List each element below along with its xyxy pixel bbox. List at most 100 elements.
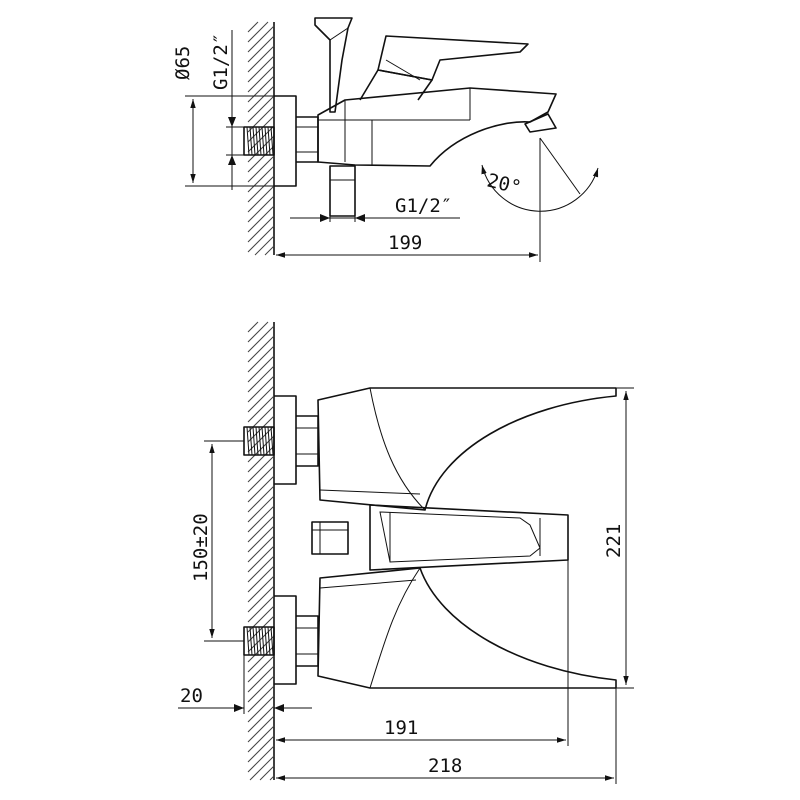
mixer-body-top — [317, 87, 557, 167]
diverter-knob-top — [314, 17, 353, 113]
wall-offset-label: 20 — [180, 685, 203, 707]
thread-line — [261, 426, 265, 456]
upper-handle-body — [317, 387, 617, 511]
wall-hatch-line — [247, 355, 275, 383]
threaded-nipple-top — [243, 126, 275, 156]
top-view: 20° Ø65 G1/2″ G1/2″ — [172, 17, 599, 262]
spout-label: 191 — [384, 717, 418, 739]
wall-hatch-line — [247, 425, 275, 453]
wall-hatch-line — [247, 195, 275, 223]
thread-line — [252, 426, 256, 456]
thread-line — [267, 626, 271, 656]
wall-hatch-line — [247, 545, 275, 573]
length-label: 199 — [388, 232, 422, 254]
wall-hatch-line — [247, 595, 275, 623]
thread-line — [249, 126, 253, 156]
wall-hatch-line — [247, 485, 275, 513]
diameter-dimension: Ø65 — [172, 46, 296, 187]
lower-flange — [243, 595, 319, 685]
outlet-thread-dimension: G1/2″ — [290, 195, 460, 222]
wall-hatch-line — [247, 515, 275, 543]
wall-hatch-line — [247, 325, 275, 353]
wall-hatch-line — [247, 585, 275, 613]
wall-hatch-line — [247, 575, 275, 603]
wall-hatch-line — [247, 385, 275, 413]
wall-hatch-line — [247, 65, 275, 93]
wall-hatch-line — [269, 775, 275, 781]
lever-handle-top — [359, 35, 529, 101]
wall-hatch-line — [247, 495, 275, 523]
wall-hatch-line — [247, 525, 275, 553]
thread-line — [246, 626, 250, 656]
thread-line — [264, 126, 268, 156]
wall-hatch-line — [247, 705, 275, 733]
thread-line — [249, 626, 253, 656]
wall-hatch-line — [247, 725, 275, 753]
wall-hatch-line — [247, 205, 275, 233]
wall-hatch-line — [247, 225, 275, 253]
height-label: 221 — [603, 524, 625, 558]
wall-hatch-line — [247, 75, 275, 103]
wall-thread-label: G1/2″ — [210, 33, 232, 90]
wall-hatch-line — [247, 25, 275, 53]
spout-front — [369, 504, 569, 571]
wall-hatch-line — [247, 715, 275, 743]
wall-hatch-line — [247, 95, 275, 123]
wall-thread-dimension: G1/2″ — [210, 30, 244, 190]
thread-line — [270, 126, 274, 156]
wall-hatch-line — [247, 395, 275, 423]
thread-line — [258, 426, 262, 456]
wall-hatch-line — [247, 321, 269, 343]
thread-line — [258, 126, 262, 156]
wall-hatch-line — [259, 765, 275, 781]
diameter-label: Ø65 — [172, 46, 194, 80]
wall-hatch-line — [247, 745, 275, 773]
thread-line — [261, 126, 265, 156]
wall-hatch-line — [247, 685, 275, 713]
spacing-label: 150±20 — [190, 513, 212, 582]
thread-line — [264, 426, 268, 456]
wall-hatch-line — [247, 565, 275, 593]
wall-hatch-line — [247, 735, 275, 763]
wall-hatch-line — [247, 695, 275, 723]
wall-hatch-line — [247, 415, 275, 443]
thread-line — [264, 626, 268, 656]
wall-hatch-line — [247, 125, 275, 153]
wall-hatch-line — [247, 185, 275, 213]
wall-hatch-line — [247, 345, 275, 373]
spacing-dimension: 150±20 — [190, 440, 244, 642]
wall-hatch-line — [247, 165, 275, 193]
wall-hatch-line — [247, 375, 275, 403]
upper-flange — [243, 395, 319, 485]
wall-hatch-line — [247, 45, 275, 73]
wall-hatch-line — [247, 115, 275, 143]
wall-hatch-line — [247, 625, 275, 653]
lower-body — [317, 567, 617, 689]
wall-front — [247, 321, 275, 781]
thread-line — [270, 426, 274, 456]
wall-hatch-line — [247, 365, 275, 393]
wall-flange-top — [274, 95, 319, 187]
thread-line — [252, 626, 256, 656]
wall-hatch-line — [247, 35, 275, 63]
wall-top — [247, 21, 275, 256]
angle-label: 20° — [485, 170, 524, 200]
wall-hatch-line — [247, 21, 269, 43]
wall-hatch-line — [247, 85, 275, 113]
thread-line — [249, 426, 253, 456]
wall-hatch-line — [247, 535, 275, 563]
shower-outlet-top — [329, 165, 356, 217]
wall-hatch-line — [247, 175, 275, 203]
wall-hatch-line — [247, 21, 259, 33]
wall-hatch-line — [247, 475, 275, 503]
wall-hatch-line — [247, 155, 275, 183]
diverter-knob-front — [311, 521, 349, 555]
thread-line — [246, 426, 250, 456]
spout-dimension: 191 — [276, 560, 569, 746]
thread-line — [267, 426, 271, 456]
thread-line — [246, 126, 250, 156]
wall-hatch-line — [247, 321, 259, 333]
height-dimension: 221 — [603, 387, 634, 689]
thread-line — [255, 626, 259, 656]
wall-hatch-line — [247, 615, 275, 643]
